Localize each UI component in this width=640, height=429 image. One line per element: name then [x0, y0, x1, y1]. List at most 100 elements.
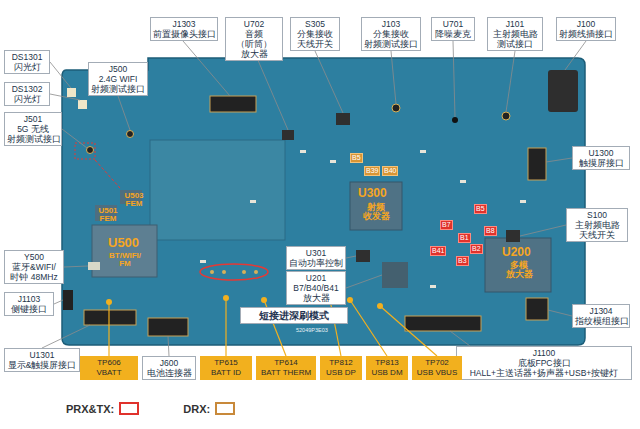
leader-line: [50, 62, 71, 88]
part-description: 5G 无线 射频测试接口: [7, 124, 59, 144]
highlight-ellipse: [200, 264, 268, 280]
chip-label: 多模 放大器: [502, 261, 536, 280]
band-tag: B5: [474, 204, 487, 214]
connector: [528, 148, 546, 180]
leader-line: [118, 96, 130, 130]
part-number: J101: [490, 19, 540, 29]
leader-line: [548, 310, 572, 316]
test-point-line: [225, 298, 226, 356]
part-description: 指纹模组接口: [575, 316, 627, 326]
leader-line: [64, 266, 88, 267]
leader-line: [62, 129, 87, 148]
part-description: 射频线插接口: [559, 29, 613, 39]
test-point-box: TP813USB DM: [366, 356, 408, 380]
callout-box: J103分集接收 射频测试接口: [361, 17, 421, 51]
callout-box: U702音频（听筒） 放大器: [225, 17, 283, 61]
part-number: Y500: [7, 252, 61, 262]
leader-line: [315, 51, 343, 113]
part-number: TP615: [202, 358, 250, 368]
chip-shield: [92, 225, 157, 277]
test-point-line: [108, 302, 109, 356]
test-point-line: [350, 300, 387, 356]
leader-line: [183, 41, 230, 96]
chip: [485, 238, 551, 292]
chip: [506, 230, 520, 242]
callout-box: U1301显示&触摸屏接口: [4, 348, 80, 372]
connector: [405, 316, 481, 331]
test-point-box: TP614BATT THERM: [256, 356, 316, 380]
flash-led: [67, 88, 76, 97]
connector: [210, 96, 256, 112]
connector: [84, 310, 136, 325]
callout-box: U701降噪麦克: [431, 17, 475, 41]
connector: [526, 298, 548, 320]
leader-line: [453, 41, 455, 117]
part-description: 触摸屏接口: [575, 158, 627, 168]
band-tag: B1: [458, 233, 471, 243]
callout-box: J5015G 无线 射频测试接口: [4, 112, 62, 146]
chip: [382, 262, 408, 288]
passive: [330, 160, 336, 163]
part-description: 分集接收 射频测试接口: [364, 29, 418, 49]
part-number: S100: [569, 210, 625, 220]
note-box: 短接进深刷模式: [240, 307, 348, 324]
legend-text: PRX&TX:: [66, 403, 114, 415]
callout-box: J1303前置摄像头接口: [150, 17, 218, 41]
legend-text: DRX:: [183, 403, 210, 415]
chip-label: U500: [108, 236, 139, 250]
callout-box: U1300触摸屏接口: [572, 146, 630, 170]
callout-box: J101主射频电路 测试接口: [487, 17, 543, 51]
part-description: 自动功率控制: [289, 258, 343, 268]
part-number: TP812: [322, 358, 360, 368]
part-number: TP702: [414, 358, 460, 368]
band-tag: B40: [382, 166, 398, 176]
leader-line: [450, 331, 470, 346]
part-number: J1303: [153, 19, 215, 29]
connector: [63, 290, 73, 310]
chip-label: U300: [358, 187, 387, 200]
part-number: U702: [228, 19, 280, 29]
test-point-dot: [223, 295, 229, 301]
band-tag: B5: [350, 153, 363, 163]
leader-line: [42, 325, 90, 348]
silkscreen-text: 52049P3E03: [296, 328, 328, 334]
crystal: [88, 262, 100, 270]
connector: [548, 70, 578, 112]
callout-box: S305分集接收 天线开关: [290, 17, 340, 51]
part-description: 主射频电路 天线开关: [569, 220, 625, 240]
part-number: J103: [364, 19, 418, 29]
band-tag: B7: [440, 220, 453, 230]
part-description: 主射频电路 测试接口: [490, 29, 540, 49]
chip: [282, 130, 294, 140]
test-point-box: TP606VBATT: [80, 356, 138, 380]
chip: [356, 250, 370, 262]
part-number: J100: [559, 19, 613, 29]
test-point-line: [380, 306, 437, 356]
test-pad: [222, 270, 226, 274]
passive: [200, 260, 206, 263]
part-number: TP606: [82, 358, 136, 368]
band-tag: B8: [484, 226, 497, 236]
part-description: 显示&触摸屏接口: [7, 360, 77, 370]
part-description: 底板FPC接口: [459, 358, 629, 368]
test-point-box: TP812USB DP: [320, 356, 362, 380]
callout-box: Y500蓝牙&WIFI/ 时钟 48MHz: [4, 250, 64, 284]
leader-line: [54, 300, 63, 304]
leader-line: [546, 158, 572, 162]
test-point-dot: [347, 297, 353, 303]
part-number: J1103: [7, 294, 51, 304]
part-number: S305: [293, 19, 337, 29]
part-number: TP614: [258, 358, 314, 368]
test-point-box: TP615BATT ID: [200, 356, 252, 380]
part-description: BATT THERM: [258, 368, 314, 378]
part-number: DS1301: [7, 52, 47, 62]
band-tag: B39: [364, 166, 380, 176]
part-number: J1304: [575, 306, 627, 316]
test-pad: [254, 270, 258, 274]
test-point-dot: [106, 299, 112, 305]
part-description: 蓝牙&WIFI/ 时钟 48MHz: [7, 262, 61, 282]
leader-line: [565, 41, 586, 70]
legend-item: PRX&TX:: [66, 402, 139, 415]
callout-box: S100主射频电路 天线开关: [566, 208, 628, 242]
